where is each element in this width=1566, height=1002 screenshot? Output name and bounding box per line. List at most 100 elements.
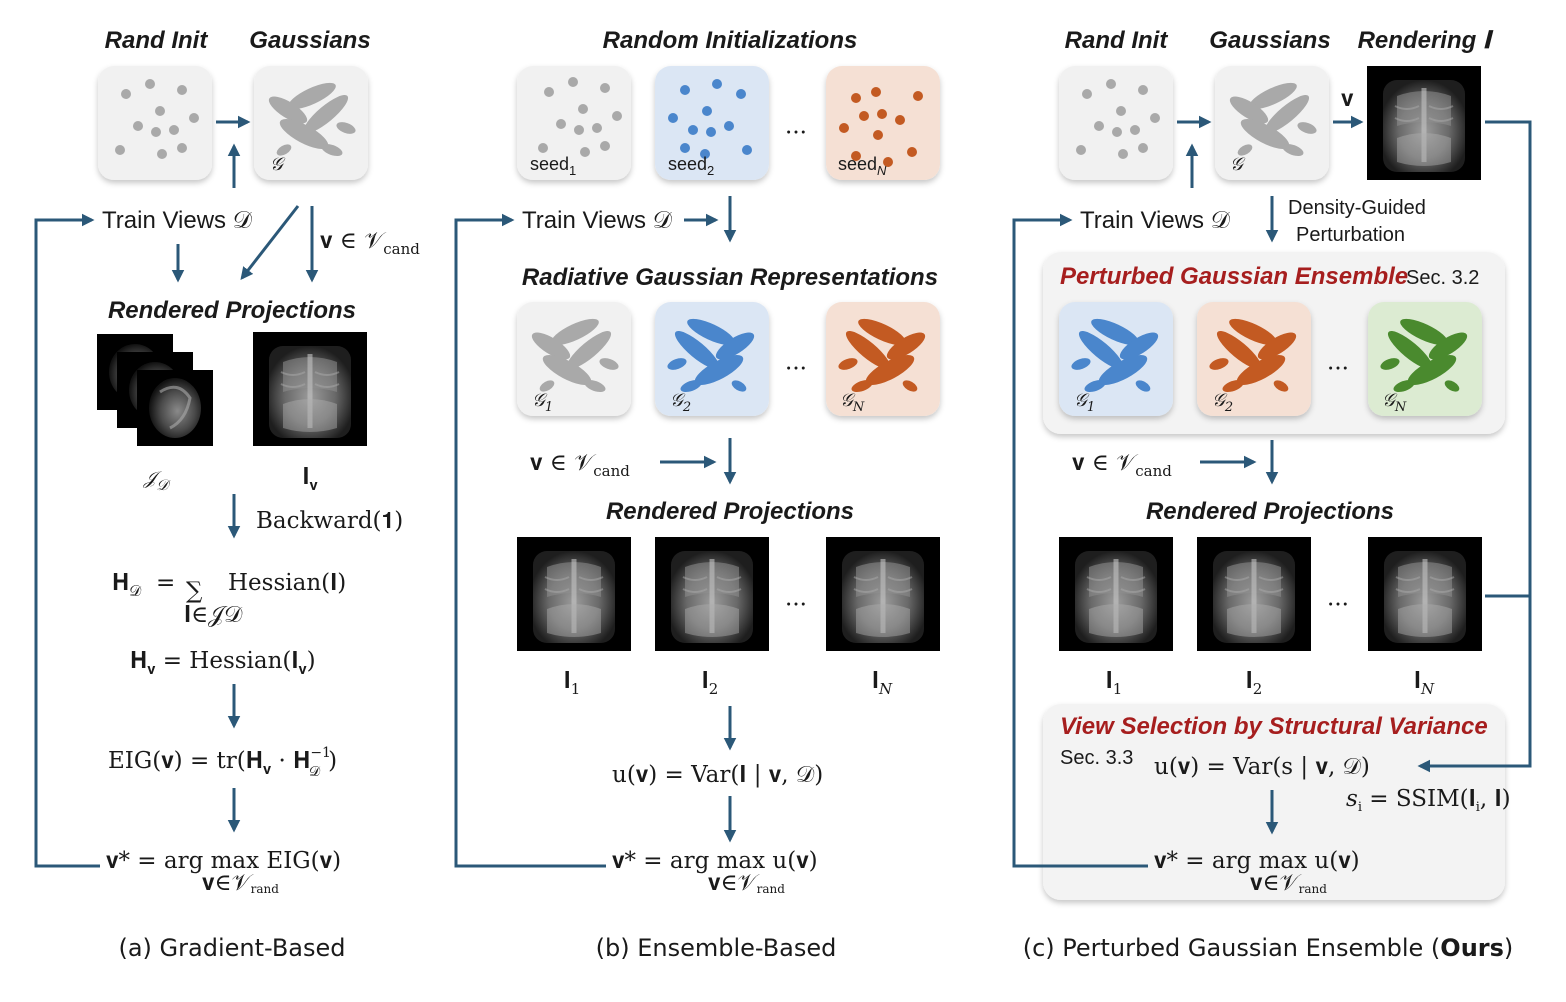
- caption-b: (b) Ensemble-Based: [596, 934, 837, 962]
- i2-label-b: 𝐈2: [702, 668, 719, 698]
- caption-a: (a) Gradient-Based: [118, 934, 345, 962]
- g1-box-c: [1059, 302, 1173, 416]
- projection-2-c: [1197, 537, 1311, 651]
- seed2-box: [655, 66, 769, 180]
- projection-1-c: [1059, 537, 1173, 651]
- seed2-label: seed2: [668, 154, 714, 178]
- gaussians-g-label-c: 𝒢: [1230, 154, 1246, 175]
- arrow-feedback-c: [1012, 213, 1148, 868]
- g1-box-b: [517, 302, 631, 416]
- svg-text:∑: ∑: [186, 578, 203, 604]
- view-selection-box: View Selection by Structural Variance Se…: [1043, 704, 1511, 900]
- train-views-label-b: Train Views 𝒟: [522, 207, 673, 234]
- svg-text:𝐯∈𝒱rand: 𝐯∈𝒱rand: [202, 870, 279, 896]
- i1-label-c: 𝐈1: [1106, 668, 1123, 698]
- gaussians-g-label: 𝒢: [270, 154, 286, 175]
- ellipsis-ensemble-c: ···: [1327, 356, 1349, 382]
- rendering-heading-c: Rendering 𝐈: [1358, 27, 1494, 54]
- iv-label: 𝐈𝐯: [302, 464, 317, 494]
- vs-title: View Selection by Structural Variance: [1060, 713, 1488, 740]
- projection-2-b: [655, 537, 769, 651]
- projection-N-c: [1368, 537, 1482, 651]
- arrow-feedback-a: [34, 213, 100, 868]
- hd-equation: 𝐇𝒟 = ∑ 𝐈∈𝒥𝒟 Hessian(𝐈): [112, 570, 346, 628]
- i1-label-b: 𝐈1: [564, 668, 581, 698]
- rendered-projections-heading-b: Rendered Projections: [606, 498, 854, 525]
- uv-equation-b: u(𝐯) = Var(𝐈 | 𝐯, 𝒟): [612, 762, 823, 788]
- arrow-gaussians-to-projections: [240, 205, 300, 280]
- panel-c: Rand Init Gaussians Rendering 𝐈 𝒢 𝐯 Trai…: [1012, 27, 1532, 962]
- svg-text:𝐯∈𝒱rand: 𝐯∈𝒱rand: [708, 870, 785, 896]
- svg-text:𝐯* = arg max u(𝐯): 𝐯* = arg max u(𝐯): [1154, 848, 1360, 874]
- svg-text:𝐯∈𝒱rand: 𝐯∈𝒱rand: [1250, 870, 1327, 896]
- v-cand-label-a: 𝐯 ∈ 𝒱cand: [320, 228, 420, 258]
- pge-section: Sec. 3.2: [1406, 267, 1479, 289]
- svg-text:𝐈∈𝒥𝒟: 𝐈∈𝒥𝒟: [184, 602, 243, 628]
- projection-1-b: [517, 537, 631, 651]
- seed1-label: seed1: [530, 154, 576, 178]
- ellipsis-seeds: ···: [785, 120, 807, 146]
- gN-box-b: [826, 302, 940, 416]
- g1-label-c: 𝒢1: [1074, 390, 1095, 415]
- rendered-projections-heading-c: Rendered Projections: [1146, 498, 1394, 525]
- rendering-image-c: [1367, 66, 1481, 180]
- i2-label-c: 𝐈2: [1246, 668, 1263, 698]
- train-projections-stack: [97, 334, 213, 446]
- rand-init-heading-c: Rand Init: [1065, 27, 1169, 54]
- g1-label-b: 𝒢1: [532, 390, 553, 415]
- train-views-label-c: Train Views 𝒟: [1080, 207, 1231, 234]
- svg-text:𝐇𝐯 = Hessian(𝐈𝐯): 𝐇𝐯 = Hessian(𝐈𝐯): [130, 648, 316, 678]
- radiative-heading: Radiative Gaussian Representations: [522, 264, 938, 291]
- seedN-box: [826, 66, 940, 180]
- g2-label-b: 𝒢2: [670, 390, 691, 415]
- gaussians-heading: Gaussians: [249, 27, 370, 54]
- pge-title: Perturbed Gaussian Ensemble: [1060, 263, 1408, 290]
- iN-label-c: 𝐈N: [1414, 668, 1435, 698]
- vstar-equation-a: 𝐯* = arg max EIG(𝐯) 𝐯∈𝒱rand: [106, 848, 341, 896]
- iN-label-b: 𝐈N: [872, 668, 893, 698]
- rand-init-box-c: [1059, 66, 1173, 180]
- projection-N-b: [826, 537, 940, 651]
- density-guided-label: Density-Guided: [1288, 197, 1426, 219]
- seed1-box: [517, 66, 631, 180]
- perturbation-label: Perturbation: [1296, 224, 1405, 246]
- gN-box-c: [1368, 302, 1482, 416]
- iv-projection: [253, 332, 367, 446]
- vs-section: Sec. 3.3: [1060, 747, 1133, 769]
- vstar-equation-c: 𝐯* = arg max u(𝐯) 𝐯∈𝒱rand: [1154, 848, 1360, 896]
- rendered-projections-heading-a: Rendered Projections: [108, 297, 356, 324]
- arrow-feedback-b: [454, 213, 606, 868]
- perturbed-ensemble-box: Perturbed Gaussian Ensemble Sec. 3.2 𝒢1 …: [1043, 252, 1505, 434]
- svg-text:Hessian(𝐈): Hessian(𝐈): [228, 570, 346, 596]
- ellipsis-proj-c: ···: [1327, 592, 1349, 618]
- g2-label-c: 𝒢2: [1212, 390, 1233, 415]
- v-label-c: 𝐯: [1341, 86, 1354, 112]
- arrow-render-to-variance: [1417, 120, 1532, 773]
- caption-c: (c) Perturbed Gaussian Ensemble (Ours): [1023, 934, 1514, 962]
- seedN-label: seedN: [838, 154, 887, 178]
- hv-equation: 𝐇𝐯 = Hessian(𝐈𝐯): [130, 648, 316, 678]
- rand-init-box: [98, 66, 212, 180]
- panel-a: Rand Init Gaussians 𝒢 Train Views 𝒟 𝐯 ∈ …: [34, 27, 420, 962]
- random-initializations-heading: Random Initializations: [603, 27, 858, 54]
- gaussians-heading-c: Gaussians: [1209, 27, 1330, 54]
- svg-text:𝐇𝒟: 𝐇𝒟: [112, 570, 141, 600]
- gaussians-box: [254, 66, 368, 180]
- g2-box-b: [655, 302, 769, 416]
- v-cand-label-c: 𝐯 ∈ 𝒱cand: [1072, 450, 1172, 480]
- backward-label: Backward(𝟏): [256, 508, 403, 534]
- ellipsis-repr: ···: [785, 356, 807, 382]
- gaussians-box-c: [1215, 66, 1329, 180]
- uv-equation-c: u(𝐯) = Var(s | 𝐯, 𝒟): [1154, 754, 1370, 780]
- svg-text:EIG(𝐯) = tr(𝐇𝐯 · 𝐇−1𝒟): EIG(𝐯) = tr(𝐇𝐯 · 𝐇−1𝒟): [108, 745, 337, 780]
- panel-b: Random Initializations seed1 seed2 ··· s…: [454, 27, 940, 962]
- train-views-label: Train Views 𝒟: [102, 207, 253, 234]
- vstar-equation-b: 𝐯* = arg max u(𝐯) 𝐯∈𝒱rand: [612, 848, 818, 896]
- g2-box-c: [1197, 302, 1311, 416]
- ellipsis-proj-b: ···: [785, 592, 807, 618]
- gN-label-b: 𝒢N: [840, 390, 865, 415]
- set-jd-label: 𝒥𝒟: [143, 468, 171, 494]
- svg-text:𝐯* = arg max EIG(𝐯): 𝐯* = arg max EIG(𝐯): [106, 848, 341, 874]
- gN-label-c: 𝒢N: [1382, 390, 1407, 415]
